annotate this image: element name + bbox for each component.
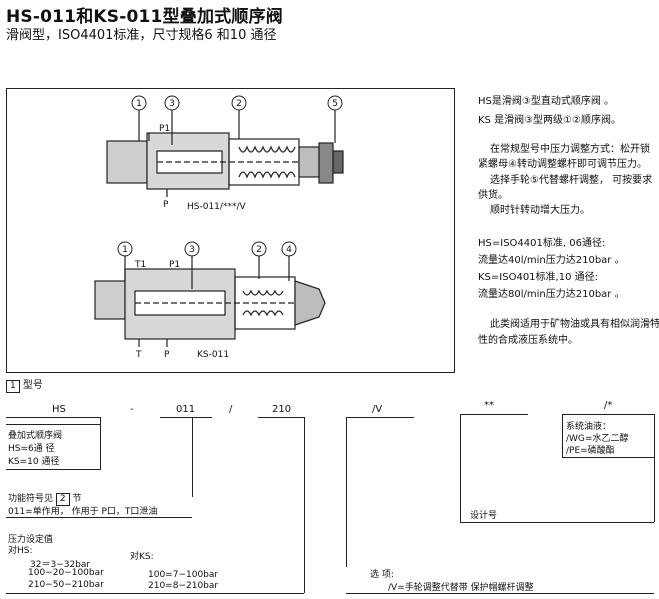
- callout-bottom-2: 2: [256, 245, 262, 255]
- leader-right: [654, 414, 655, 522]
- option-label: 选 项:: [370, 570, 394, 580]
- desc-line-1: HS是滑阀③型直动式顺序阀 。: [478, 96, 615, 107]
- design-number-label: 设计号: [470, 511, 498, 521]
- desc-line-4: 紧螺母④转动调整螺杆即可调节压力。: [478, 159, 647, 170]
- leader-pressure: [304, 417, 305, 593]
- label-p1-bottom: P1: [169, 260, 180, 270]
- callout-circle: [231, 95, 247, 111]
- desc-line-5: 选择手轮⑤代替螺杆调整， 可按要求: [490, 175, 653, 186]
- section-heading-model: 1 型号: [6, 376, 43, 393]
- seal-line-2: /WG=水乙二醇: [566, 434, 629, 444]
- label-p1-top: P1: [159, 124, 170, 134]
- callout-top-2: 2: [236, 99, 242, 109]
- code-slash: /: [229, 404, 233, 415]
- leader-num: [192, 417, 193, 497]
- seal-underline: [562, 457, 654, 458]
- callout-bottom-1: 1: [122, 245, 128, 255]
- label-p-bottom: P: [164, 350, 170, 360]
- seal-line-3: /PE=磷酸酯: [566, 446, 615, 456]
- option-desc: /V=手轮调整代替带 保护帽螺杆调整: [388, 583, 534, 593]
- desc-line-10: KS=ISO401标准,10 通径:: [478, 272, 598, 283]
- desc-line-12: 此类阀适用于矿物油或具有相似润滑特: [490, 319, 659, 330]
- callout-circle: [327, 95, 343, 111]
- pressure-ks-1: 100=7−100bar: [148, 570, 219, 580]
- pressure-for-ks: 对KS:: [130, 552, 154, 562]
- code-v: /V: [372, 404, 383, 415]
- page-title: HS-011和KS-011型叠加式顺序阀: [6, 7, 283, 27]
- label-p-top: P: [163, 200, 169, 210]
- callout-top-3: 3: [169, 99, 175, 109]
- callout-circle: [117, 241, 133, 257]
- label-t1-bottom: T1: [134, 260, 146, 270]
- pressure-hs-1: 32＝3−32bar: [30, 560, 91, 570]
- func-underline: [6, 517, 192, 518]
- pressure-hs-3: 210−50−210bar: [28, 580, 104, 590]
- callout-circle: [251, 241, 267, 257]
- hs-valve-drawing: [106, 109, 344, 197]
- pressure-label: 压力设定值: [8, 535, 54, 545]
- code-num: 011: [176, 404, 196, 415]
- code-dash: -: [130, 404, 134, 415]
- code-pressure: 210: [272, 404, 292, 415]
- callout-bottom-3: 3: [189, 245, 195, 255]
- leader-v: [346, 417, 347, 567]
- desc-line-8: HS=ISO4401标准, 06通径:: [478, 238, 606, 249]
- func-label-row: 功能符号见 2 节: [8, 491, 82, 506]
- desc-line-3: 在常规型号中压力调整方式：松开锁: [490, 144, 650, 155]
- code-underline-stars: [460, 414, 528, 415]
- desc-line-11: 流量达80l/min压力达210bar 。: [478, 289, 625, 300]
- label-t-bottom: T: [135, 350, 142, 360]
- leader-design: [460, 414, 461, 522]
- caption-hs: HS-011/***/V: [187, 202, 246, 212]
- desc-line-7: 顺时针转动增大压力。: [490, 205, 590, 216]
- callout-bottom-4: 4: [286, 245, 292, 255]
- series-line-1: 叠加式顺序阀: [8, 431, 63, 441]
- desc-line-6: 供货。: [478, 190, 508, 201]
- option-underline: [346, 593, 654, 594]
- code-underline-v: [346, 417, 414, 418]
- desc-line-9: 流量达40l/min压力达210bar 。: [478, 255, 625, 266]
- callout-circle: [131, 95, 147, 111]
- callout-top-5: 5: [332, 99, 338, 109]
- func-label: 功能符号见: [8, 494, 54, 504]
- code-underline-pressure: [258, 417, 304, 418]
- caption-ks: KS-011: [197, 350, 229, 360]
- series-line-3: KS=10 通径: [8, 457, 60, 467]
- desc-line-13: 性的合成液压系统中。: [478, 335, 578, 346]
- pressure-hs-2: 100−20−100bar: [28, 568, 104, 578]
- func-suffix: 节: [72, 494, 82, 504]
- func-desc: 011=单作用， 作用于 P口，T口泄油: [8, 507, 158, 517]
- pressure-underline: [6, 593, 304, 594]
- pressure-ks-2: 210=8−210bar: [148, 581, 219, 591]
- callout-circle: [281, 241, 297, 257]
- leader-seal: [562, 414, 563, 458]
- callout-top-1: 1: [136, 99, 142, 109]
- design-underline: [460, 522, 654, 523]
- code-underline-hs: [6, 417, 100, 418]
- ks-valve-drawing: [94, 255, 326, 347]
- page-subtitle: 滑阀型，ISO4401标准，尺寸规格6 和10 通径: [6, 28, 277, 43]
- section-label: 型号: [22, 380, 43, 391]
- code-slash2: /*: [604, 400, 613, 411]
- section-number: 1: [6, 380, 20, 393]
- seal-line-1: 系统油液：: [566, 422, 612, 432]
- code-hs: HS: [52, 404, 66, 415]
- code-underline-seal: [562, 414, 654, 415]
- series-line-2: HS=6通 径: [8, 444, 55, 454]
- callout-circle: [164, 95, 180, 111]
- valve-drawings: 1 3 2 5 1 3 2 4 P1 P HS-011/***/V T1 P1 …: [94, 95, 344, 360]
- code-stars: **: [484, 400, 494, 411]
- pressure-for-hs: 对HS:: [8, 546, 33, 556]
- desc-line-2: KS 是滑阀③型两级①②顺序阀。: [478, 115, 621, 126]
- code-underline-num: [160, 417, 212, 418]
- callout-circle: [184, 241, 200, 257]
- series-box: [6, 424, 101, 470]
- figure-frame: 1 3 2 5 1 3 2 4 P1 P HS-011/***/V T1 P1 …: [6, 88, 455, 373]
